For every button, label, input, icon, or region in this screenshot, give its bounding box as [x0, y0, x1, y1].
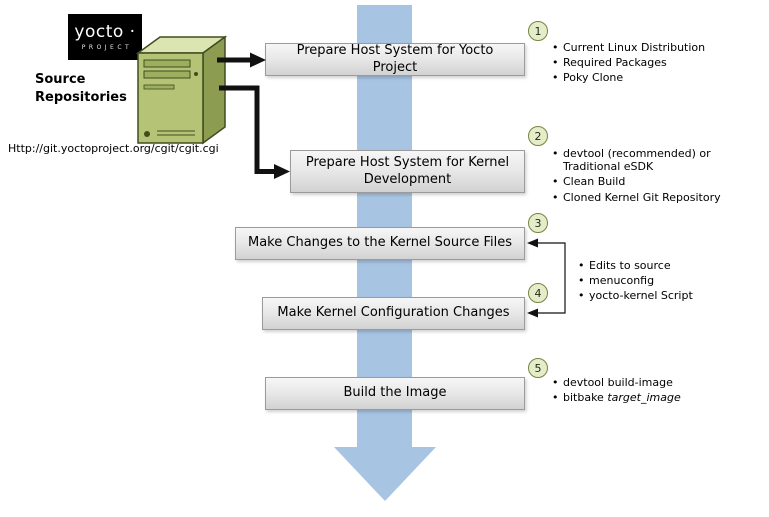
- step-box-label: Make Kernel Configuration Changes: [277, 305, 510, 321]
- bullet-item-italic-text: target_image: [607, 391, 681, 405]
- yocto-logo-wordmark: yocto ·: [74, 21, 136, 42]
- bullet-item: bitbake target_image: [551, 391, 746, 404]
- step-box-label: Build the Image: [343, 385, 447, 401]
- bullet-item: Cloned Kernel Git Repository: [551, 191, 736, 204]
- source-repositories-label: Source Repositories: [35, 72, 127, 105]
- bullet-item: devtool build-image: [551, 376, 746, 389]
- source-repositories-url: Http://git.yoctoproject.org/cgit/cgit.cg…: [8, 142, 219, 155]
- bullet-item: Current Linux Distribution: [551, 41, 746, 54]
- step5-bullet-list: devtool build-image bitbake target_image: [551, 376, 746, 406]
- step-box-label: Prepare Host System for Yocto Project: [296, 43, 494, 75]
- bullet-item: Clean Build: [551, 175, 736, 188]
- step-number-badge-1: 1: [528, 21, 548, 41]
- bullet-item: Poky Clone: [551, 71, 746, 84]
- step-number-badge-4: 4: [528, 283, 548, 303]
- step-box-label: Prepare Host System for Kernel Developme…: [305, 155, 510, 187]
- step-box-label: Make Changes to the Kernel Source Files: [248, 235, 512, 251]
- yocto-logo-subtext: PROJECT: [81, 43, 133, 51]
- step3-4-bullet-list: Edits to source menuconfig yocto-kernel …: [577, 259, 747, 305]
- step-box-prepare-host-kernel: Prepare Host System for Kernel Developme…: [290, 150, 525, 193]
- step-box-make-source-changes: Make Changes to the Kernel Source Files: [235, 227, 525, 260]
- yocto-logo: yocto · PROJECT: [68, 14, 142, 60]
- step-number-badge-3: 3: [528, 213, 548, 233]
- step-number-badge-5: 5: [528, 358, 548, 378]
- bullet-item: Required Packages: [551, 56, 746, 69]
- server-to-box2-arrow-icon: [219, 85, 290, 179]
- step-number-badge-2: 2: [528, 126, 548, 146]
- server-icon: [135, 35, 228, 145]
- bullet-item-text: bitbake: [563, 391, 608, 405]
- step1-bullet-list: Current Linux Distribution Required Pack…: [551, 41, 746, 87]
- list-to-box3-box4-bracket-icon: [527, 238, 566, 318]
- bullet-item: devtool (recommended) or Traditional eSD…: [551, 147, 736, 173]
- step-box-make-config-changes: Make Kernel Configuration Changes: [262, 297, 525, 330]
- bullet-item: yocto-kernel Script: [577, 289, 747, 302]
- step2-bullet-list: devtool (recommended) or Traditional eSD…: [551, 147, 736, 206]
- step-box-build-image: Build the Image: [265, 377, 525, 410]
- step-box-prepare-host-yocto: Prepare Host System for Yocto Project: [265, 43, 525, 76]
- bullet-item: menuconfig: [577, 274, 747, 287]
- bullet-item: Edits to source: [577, 259, 747, 272]
